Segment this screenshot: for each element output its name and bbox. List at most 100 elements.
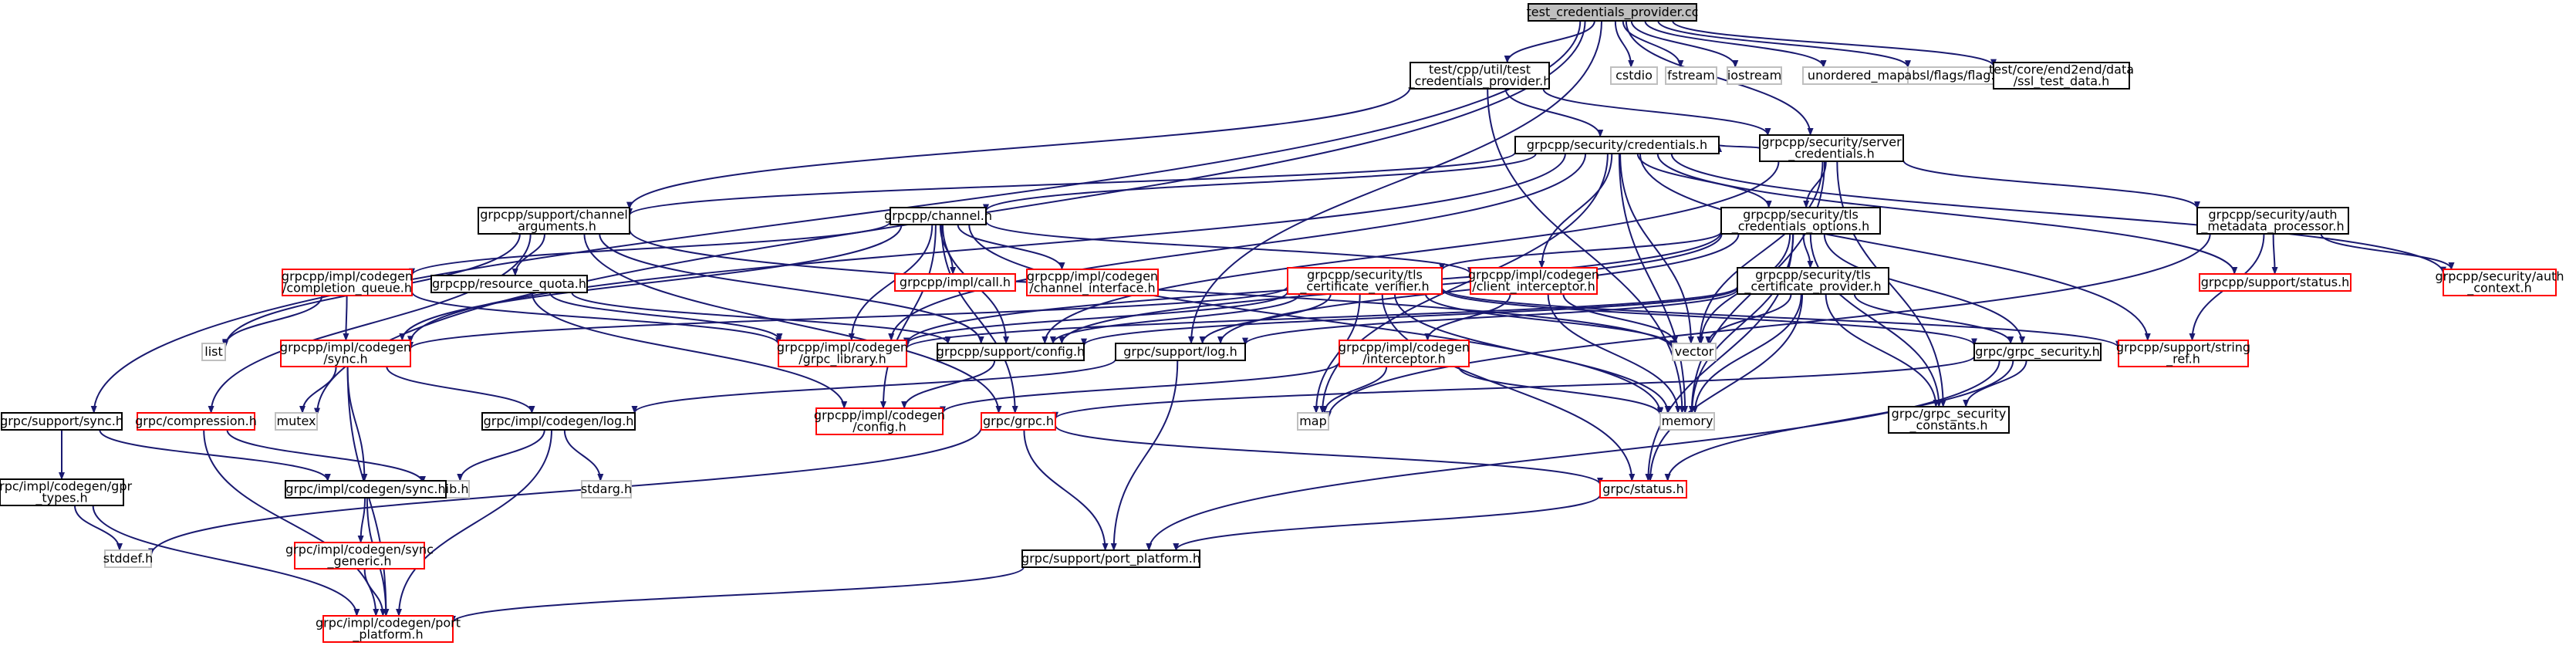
node-stdarg-box bbox=[581, 480, 632, 499]
node-sync_generic-box bbox=[294, 542, 425, 570]
node-status_h[interactable]: grpc/status.h bbox=[1599, 480, 1687, 499]
node-server_credentials-label-0: grpcpp/security/server bbox=[1761, 135, 1902, 150]
node-list: list bbox=[201, 343, 226, 361]
node-server_credentials-box bbox=[1759, 134, 1904, 162]
node-list-box bbox=[201, 343, 226, 361]
node-string_ref[interactable]: grpcpp/support/string_ref.h bbox=[2116, 340, 2250, 367]
node-port_platform_codegen[interactable]: grpc/impl/codegen/port_platform.h bbox=[316, 615, 461, 643]
node-grpc_security_constants-box bbox=[1888, 406, 2010, 434]
node-root-label-0: test_credentials_provider.cc bbox=[1527, 5, 1699, 20]
edge-codegen_log-to-stdarg bbox=[563, 429, 604, 482]
node-grpc_library-label-0: grpcpp/impl/codegen bbox=[777, 340, 908, 355]
node-map: map bbox=[1297, 412, 1329, 431]
node-client_interceptor-box bbox=[1470, 267, 1598, 295]
edge-test_cred_provider_h-to-credentials bbox=[1504, 88, 1604, 137]
node-grpc_h[interactable]: grpc/grpc.h bbox=[981, 412, 1056, 431]
node-channel_interface[interactable]: grpcpp/impl/codegen/channel_interface.h bbox=[1026, 269, 1159, 296]
node-grpc_impl_sync-box bbox=[285, 480, 447, 499]
node-support_log-box bbox=[1115, 343, 1246, 361]
node-channel-box bbox=[890, 207, 987, 225]
node-fstream-label-0: fstream bbox=[1667, 68, 1715, 83]
node-channel[interactable]: grpcpp/channel.h bbox=[884, 207, 992, 225]
node-support_sync-label-0: grpc/support/sync.h bbox=[0, 414, 123, 428]
node-gpr_types[interactable]: grpc/impl/codegen/gpr_types.h bbox=[0, 478, 132, 506]
node-port_platform_codegen-box bbox=[322, 615, 454, 643]
node-cstdio-label-0: cstdio bbox=[1615, 68, 1653, 83]
node-port_platform_support[interactable]: grpc/support/port_platform.h bbox=[1021, 549, 1200, 568]
edge-tls_cert_provider-to-support_config bbox=[1081, 287, 1738, 346]
node-tls_cred_options[interactable]: grpcpp/security/tls_credentials_options.… bbox=[1720, 207, 1881, 235]
node-client_interceptor[interactable]: grpcpp/impl/codegen/client_interceptor.h bbox=[1468, 267, 1599, 295]
edge-root-to-support_log bbox=[1188, 20, 1602, 344]
node-channel_arguments[interactable]: grpcpp/support/channel_arguments.h bbox=[478, 207, 630, 235]
edge-tls_cred_options-to-grpc_security_constants bbox=[1809, 233, 1943, 407]
node-grpc_security[interactable]: grpc/grpc_security.h bbox=[1973, 343, 2102, 361]
node-root[interactable]: test_credentials_provider.cc bbox=[1527, 3, 1699, 22]
edge-grpc_impl_sync-to-sync_generic bbox=[357, 497, 366, 543]
node-resource_quota[interactable]: grpcpp/resource_quota.h bbox=[430, 275, 588, 293]
node-support_config[interactable]: grpcpp/support/config.h bbox=[937, 343, 1085, 361]
node-compression[interactable]: grpc/compression.h bbox=[135, 412, 257, 431]
edge-grpc_h-to-port_platform_support bbox=[1023, 429, 1109, 551]
node-codegen_log-box bbox=[481, 412, 636, 431]
node-gpr_types-label-0: grpc/impl/codegen/gpr bbox=[0, 479, 132, 494]
node-interceptor-box bbox=[1339, 340, 1470, 367]
node-sync_generic-label-0: grpc/impl/codegen/sync bbox=[285, 543, 434, 557]
edge-root-to-server_credentials bbox=[1625, 20, 1814, 136]
edge-port_platform_support-to-port_platform_codegen bbox=[450, 566, 1025, 624]
node-auth_metadata_processor[interactable]: grpcpp/security/auth_metadata_processor.… bbox=[2196, 207, 2349, 235]
node-codegen_log[interactable]: grpc/impl/codegen/log.h bbox=[481, 412, 636, 431]
node-credentials[interactable]: grpcpp/security/credentials.h bbox=[1514, 136, 1720, 154]
node-vector-box bbox=[1672, 343, 1717, 361]
node-mutex: mutex bbox=[275, 412, 318, 431]
node-string_ref-label-0: grpcpp/support/string bbox=[2116, 340, 2250, 355]
node-grpc_library[interactable]: grpcpp/impl/codegen/grpc_library.h bbox=[777, 340, 908, 367]
edge-tls_cert_provider-to-status_h bbox=[1647, 293, 1804, 482]
node-completion_queue[interactable]: grpcpp/impl/codegen/completion_queue.h bbox=[282, 269, 413, 296]
node-channel_interface-box bbox=[1026, 269, 1159, 296]
node-call[interactable]: grpcpp/impl/call.h bbox=[894, 273, 1016, 292]
node-support_log[interactable]: grpc/support/log.h bbox=[1115, 343, 1246, 361]
edge-interceptor-to-memory bbox=[1457, 366, 1663, 416]
node-grpc_security_constants[interactable]: grpc/grpc_security_constants.h bbox=[1888, 406, 2010, 434]
node-tls_cert_verifier[interactable]: grpcpp/security/tls_certificate_verifier… bbox=[1287, 267, 1443, 295]
edge-tls_cert_provider-to-grpc_security bbox=[1853, 293, 2014, 344]
edge-tls_cert_verifier-to-grpc_library bbox=[903, 291, 1288, 346]
node-tls_cert_provider[interactable]: grpcpp/security/tls_certificate_provider… bbox=[1737, 267, 1889, 295]
edge-tls_cert_provider-to-memory bbox=[1691, 293, 1802, 414]
node-server_credentials[interactable]: grpcpp/security/server_credentials.h bbox=[1759, 134, 1904, 162]
edge-tls_cert_verifier-to-string_ref bbox=[1441, 287, 2122, 349]
node-channel_arguments-label-1: _arguments.h bbox=[511, 219, 596, 235]
node-codegen_config-label-0: grpcpp/impl/codegen bbox=[814, 408, 945, 423]
node-stddef-label-0: stddef.h bbox=[103, 551, 153, 566]
node-channel-label-0: grpcpp/channel.h bbox=[884, 208, 992, 223]
node-grpc_h-box bbox=[981, 412, 1056, 431]
node-sync_generic[interactable]: grpc/impl/codegen/sync_generic.h bbox=[285, 542, 434, 570]
node-stddef-box bbox=[104, 549, 152, 568]
node-ssl_test_data[interactable]: test/core/end2end/data/ssl_test_data.h bbox=[1989, 62, 2134, 90]
edge-grpc_h-to-status_h bbox=[1055, 424, 1603, 485]
node-gpr_types-box bbox=[0, 478, 124, 506]
node-codegen_sync[interactable]: grpcpp/impl/codegen/sync.h bbox=[280, 340, 411, 367]
node-auth_metadata_processor-label-1: _metadata_processor.h bbox=[2200, 219, 2344, 235]
node-test_cred_provider_h-label-0: test/cpp/util/test bbox=[1429, 63, 1531, 77]
node-root-box bbox=[1528, 3, 1697, 22]
edge-channel_arguments-to-compression bbox=[208, 233, 532, 414]
edge-tls_cert_verifier-to-support_config bbox=[1049, 293, 1301, 344]
node-auth_context[interactable]: grpcpp/security/auth_context.h bbox=[2435, 269, 2564, 296]
node-channel_arguments-box bbox=[478, 207, 630, 235]
edge-tls_cert_verifier-to-grpc_security bbox=[1441, 289, 1977, 346]
node-flag-label-0: absl/flags/flag.h bbox=[1904, 68, 2002, 83]
node-support_sync[interactable]: grpc/support/sync.h bbox=[0, 412, 123, 431]
node-support_status[interactable]: grpcpp/support/status.h bbox=[2199, 273, 2351, 292]
node-codegen_config[interactable]: grpcpp/impl/codegen/config.h bbox=[814, 407, 945, 435]
node-port_platform_codegen-label-0: grpc/impl/codegen/port bbox=[316, 616, 461, 630]
edge-credentials-to-client_interceptor bbox=[1538, 153, 1613, 269]
node-test_cred_provider_h[interactable]: test/cpp/util/test_credentials_provider.… bbox=[1408, 62, 1551, 90]
node-interceptor[interactable]: grpcpp/impl/codegen/interceptor.h bbox=[1339, 340, 1470, 367]
node-tls_cert_provider-box bbox=[1737, 267, 1889, 295]
node-grpc_impl_sync[interactable]: grpc/impl/codegen/sync.h bbox=[285, 480, 447, 499]
node-completion_queue-label-0: grpcpp/impl/codegen bbox=[282, 269, 413, 284]
node-support_config-box bbox=[937, 343, 1085, 361]
